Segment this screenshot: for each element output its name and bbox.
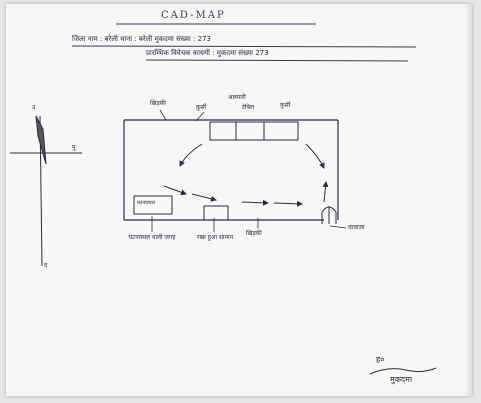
label-chair-right: कुर्सी	[280, 102, 291, 109]
scene-box	[133, 195, 173, 215]
investigator-details-line: प्रारम्भिक विवेचक कायमी : मुकदमा संख्या …	[146, 49, 269, 57]
label-chair-top: कुर्सी	[196, 104, 207, 111]
label-scene-spot: घटनास्थल वाली जगह	[128, 234, 176, 241]
compass-north-label: उ	[32, 104, 36, 111]
compass-east-label: पू	[72, 144, 76, 151]
label-table: टेबिल	[242, 104, 255, 111]
movement-path	[163, 143, 329, 207]
signature-initial: ह०	[376, 355, 385, 364]
room-outline	[123, 119, 339, 221]
signature-name: मुकदमा	[390, 375, 413, 384]
bottom-item	[203, 205, 229, 221]
label-items-kept: रखा हुआ सामान	[196, 234, 234, 241]
site-map-drawing	[10, 23, 437, 375]
label-scene-box: घटनास्थल	[137, 200, 155, 206]
header-underlines	[71, 23, 417, 62]
label-window-bottom: खिड़की	[246, 230, 262, 237]
paper-sheet: CAD-MAP जिला नाम : बरेली थाना : बरेली मु…	[6, 4, 472, 396]
signature-flourish	[369, 367, 437, 375]
top-furniture	[209, 121, 299, 141]
label-almirah: अलमारी	[228, 94, 246, 101]
case-details-line: जिला नाम : बरेली थाना : बरेली मुकदमा संख…	[72, 35, 211, 43]
door-symbol	[321, 206, 337, 224]
label-leaders	[151, 109, 347, 232]
label-door: दरवाजा	[348, 224, 365, 231]
map-title: CAD-MAP	[161, 10, 226, 21]
compass-south-label: द	[44, 262, 48, 269]
label-window-top: खिड़की	[150, 100, 166, 107]
north-compass	[10, 115, 82, 267]
